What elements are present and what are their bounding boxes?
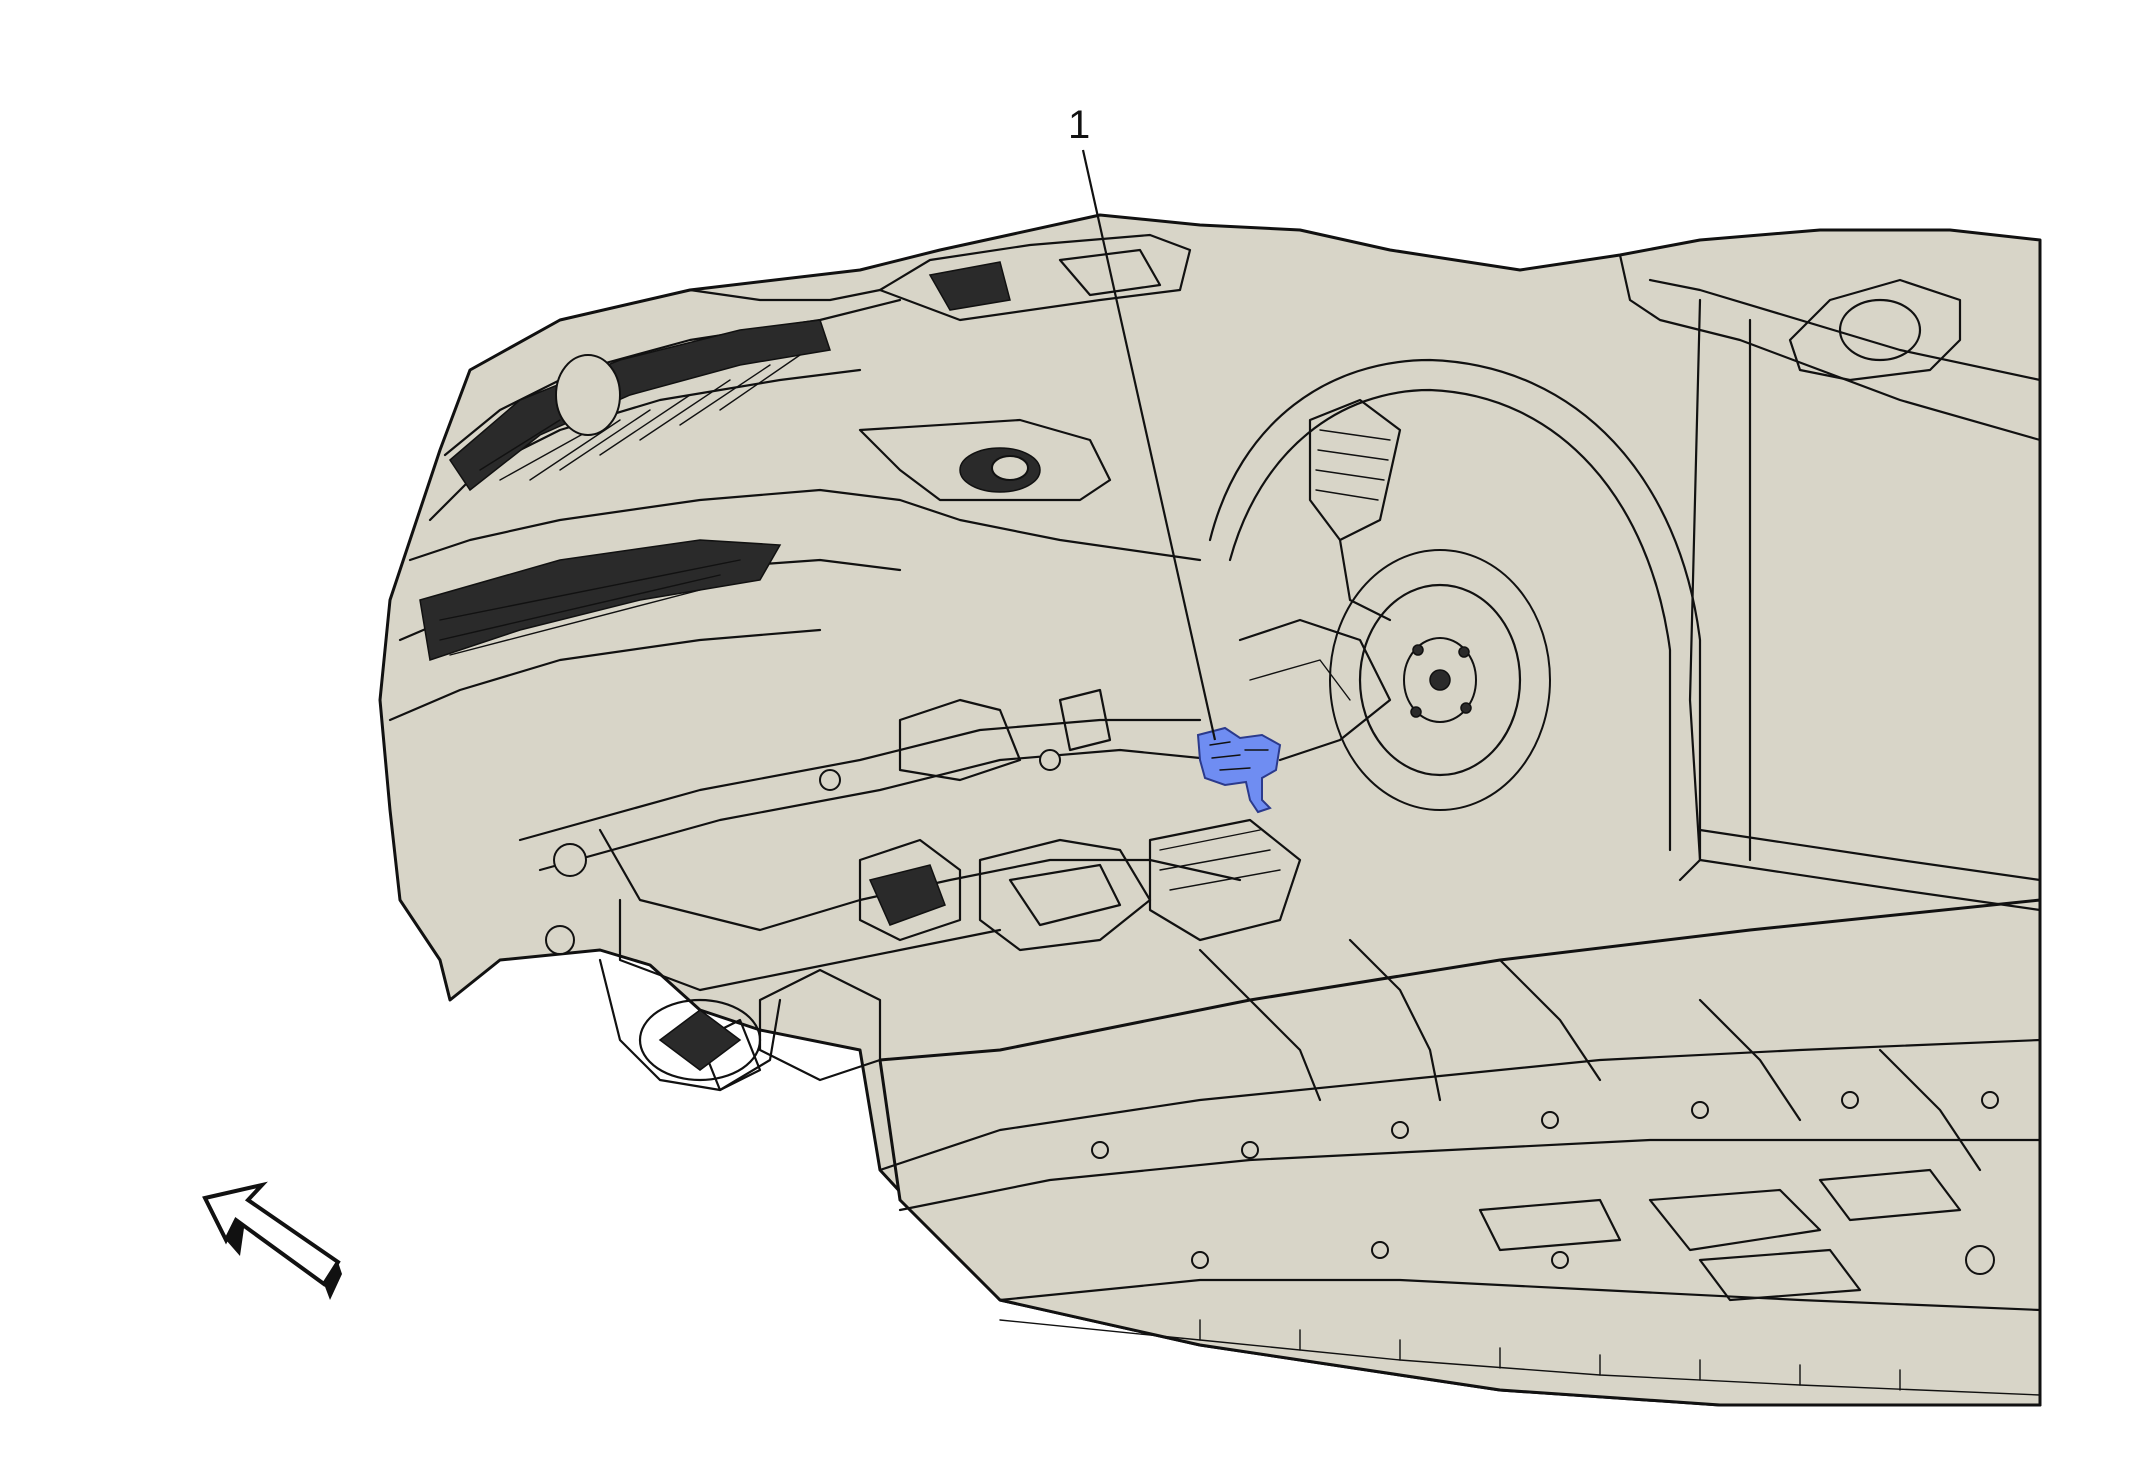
- front-fascia: [388, 233, 1202, 722]
- floor-pan: [878, 938, 2042, 1396]
- powertrain: [698, 818, 1302, 1092]
- side-body: [1618, 253, 2042, 912]
- highlighted-part: [1196, 726, 1282, 814]
- far-wheel: [598, 958, 782, 1092]
- side-mirror: [1788, 278, 1962, 382]
- callout-1: 1: [1068, 103, 1217, 741]
- fog-lamp: [858, 418, 1112, 502]
- headlamp: [878, 233, 1192, 322]
- wheel-well-arch: [1208, 358, 1702, 882]
- lower-grille: [419, 539, 782, 661]
- leader-line: [1081, 149, 1217, 741]
- highlighted-component: [1196, 726, 1282, 814]
- front-view-arrow: [202, 1181, 342, 1300]
- front-wheel-assembly: [1208, 358, 1702, 882]
- emblem-icon: [555, 354, 621, 436]
- strut-spring: [1308, 398, 1402, 622]
- callout-label: 1: [1068, 103, 1090, 147]
- front-subframe: [518, 688, 1242, 992]
